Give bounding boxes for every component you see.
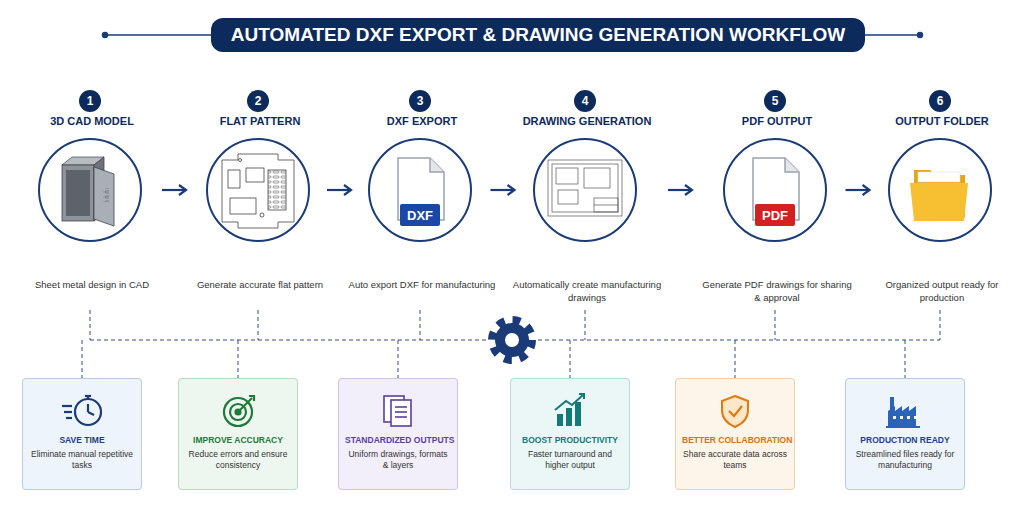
card-text: Faster turnaround and higher output bbox=[517, 449, 623, 471]
step-circle: DRAWING GENERATIONAutomatically create m… bbox=[533, 138, 637, 242]
card-text: Streamlined files ready for manufacturin… bbox=[852, 449, 958, 471]
benefit-card: STANDARDIZED OUTPUTS Uniform drawings, fo… bbox=[338, 378, 458, 490]
step-description: Organized output ready for production bbox=[867, 278, 1017, 304]
circle-fill bbox=[39, 139, 991, 241]
step-number-text: 1 bbox=[79, 90, 101, 112]
shield-icon bbox=[722, 396, 748, 427]
benefit-card: PRODUCTION READY Streamlined files ready … bbox=[845, 378, 965, 490]
step-number-text: 3 bbox=[409, 90, 431, 112]
drawing-sheet-illustration bbox=[548, 160, 622, 216]
step-heading: OUTPUT FOLDER bbox=[847, 115, 1024, 127]
card-text: Reduce errors and ensure consistency bbox=[185, 449, 291, 471]
step-number: 2 bbox=[247, 90, 269, 112]
file-type-label: DXF bbox=[402, 206, 438, 225]
file-type-label: PDF bbox=[757, 206, 793, 225]
pdf-file-icon bbox=[753, 158, 799, 226]
card-heading: STANDARDIZED OUTPUTS bbox=[345, 435, 451, 445]
dxf-file-icon bbox=[398, 158, 444, 226]
step-number: 5 bbox=[764, 90, 786, 112]
step-number-text: 6 bbox=[929, 90, 951, 112]
step-number-text: 4 bbox=[574, 90, 596, 112]
card-heading: BOOST PRODUCTIVITY bbox=[517, 435, 623, 445]
card-text: Share accurate data across teams bbox=[682, 449, 788, 471]
card-heading: IMPROVE ACCURACY bbox=[185, 435, 291, 445]
card-text: Eliminate manual repetitive tasks bbox=[29, 449, 135, 471]
flow-arrow bbox=[668, 189, 692, 191]
step-heading: PDF OUTPUT bbox=[682, 115, 872, 127]
flow-arrow bbox=[846, 189, 870, 191]
card-heading: SAVE TIME bbox=[29, 435, 135, 445]
benefit-card: BETTER COLLABORATION Share accurate data … bbox=[675, 378, 795, 490]
step-number: 6 bbox=[929, 90, 951, 112]
folder-icon bbox=[910, 170, 968, 221]
step-description: Sheet metal design in CAD bbox=[17, 278, 167, 291]
step-description: Generate accurate flat pattern bbox=[185, 278, 335, 291]
cabinet-illustration bbox=[62, 157, 114, 226]
factory-icon bbox=[886, 397, 920, 428]
step-circle: OUTPUT FOLDEROrganized output ready for … bbox=[888, 138, 992, 242]
step-circle: DXF EXPORTAuto export DXF for manufactur… bbox=[368, 138, 472, 242]
step-number: 3 bbox=[409, 90, 431, 112]
target-icon bbox=[224, 396, 254, 426]
flow-arrow bbox=[491, 189, 515, 191]
benefit-card: SAVE TIME Eliminate manual repetitive tas… bbox=[22, 378, 142, 490]
flow-arrow bbox=[162, 189, 186, 191]
step-number-text: 5 bbox=[764, 90, 786, 112]
card-heading: PRODUCTION READY bbox=[852, 435, 958, 445]
flat-pattern-illustration bbox=[222, 154, 294, 228]
step-heading: FLAT PATTERN bbox=[165, 115, 355, 127]
step-number: 4 bbox=[574, 90, 596, 112]
step-circle: FLAT PATTERNGenerate accurate flat patte… bbox=[206, 138, 310, 242]
step-description: Generate PDF drawings for sharing & appr… bbox=[702, 278, 852, 304]
step-heading: DRAWING GENERATION bbox=[492, 115, 682, 127]
step-heading: 3D CAD MODEL bbox=[0, 115, 187, 127]
card-heading: BETTER COLLABORATION bbox=[682, 435, 788, 445]
step-number: 1 bbox=[79, 90, 101, 112]
title: AUTOMATED DXF EXPORT & DRAWING GENERATIO… bbox=[211, 18, 865, 52]
step-circle: PDF OUTPUTGenerate PDF drawings for shar… bbox=[723, 138, 827, 242]
benefit-card: BOOST PRODUCTIVITY Faster turnaround and … bbox=[510, 378, 630, 490]
step-description: Automatically create manufacturing drawi… bbox=[512, 278, 662, 304]
step-description: Auto export DXF for manufacturing bbox=[347, 278, 497, 291]
growth-chart-icon bbox=[555, 394, 584, 426]
dashed-bus bbox=[82, 310, 940, 378]
card-text: Uniform drawings, formats & layers bbox=[345, 449, 451, 471]
card-fill bbox=[22, 378, 965, 490]
step-heading: DXF EXPORT bbox=[327, 115, 517, 127]
step-number-text: 2 bbox=[247, 90, 269, 112]
flow-arrow bbox=[327, 189, 351, 191]
stopwatch-icon bbox=[62, 396, 101, 425]
step-circle: 3D CAD MODELSheet metal design in CAD bbox=[38, 138, 142, 242]
gear-symbol bbox=[492, 320, 532, 360]
benefit-card: IMPROVE ACCURACY Reduce errors and ensure… bbox=[178, 378, 298, 490]
documents-icon bbox=[384, 396, 411, 426]
